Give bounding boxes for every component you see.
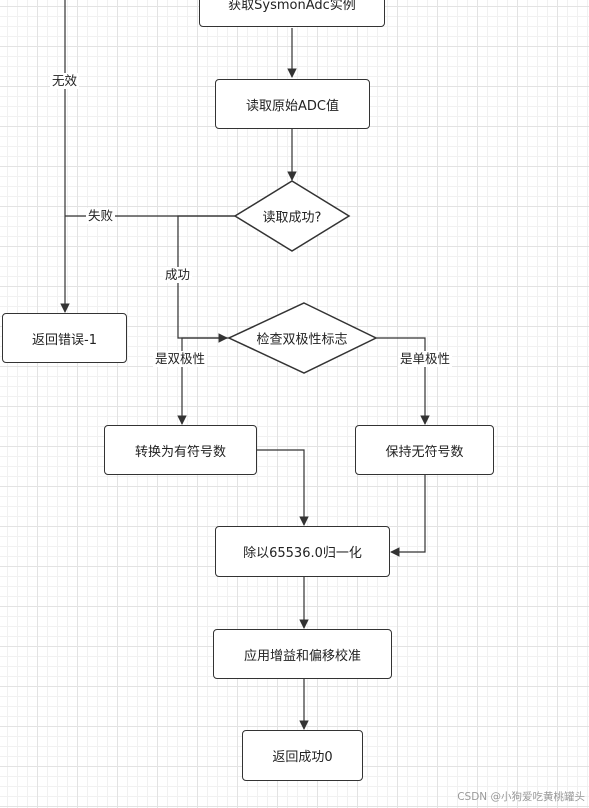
apply-gain-text: 应用增益和偏移校准 (243, 648, 361, 664)
edge-signed-to-normalize (256, 449, 309, 526)
to-signed-text: 转换为有符号数 (134, 444, 226, 460)
get-instance-text: 获取SysmonAdc实例 (228, 0, 356, 13)
normalize-text: 除以65536.0归一化 (243, 546, 362, 561)
return-error-text: 返回错误-1 (32, 332, 97, 348)
read-adc-text: 读取原始ADC值 (246, 98, 339, 114)
keep-unsigned-text: 保持无符号数 (385, 444, 464, 460)
edge-label-invalid: 无效 (50, 73, 80, 89)
read-success-decision (233, 180, 351, 252)
read-success-label: 读取成功? (262, 210, 322, 226)
apply-gain-box: 应用增益和偏移校准 (213, 629, 392, 679)
normalize-box: 除以65536.0归一化 (215, 526, 390, 577)
edge-bipolar (177, 337, 232, 425)
edge-unsigned-to-normalize (390, 475, 426, 557)
edge-label-bipolar: 是双极性 (153, 351, 208, 367)
check-bipolar-decision (227, 302, 378, 374)
to-signed-box: 转换为有符号数 (104, 425, 257, 475)
return-success-text: 返回成功0 (272, 750, 333, 765)
watermark: CSDN @小狗爱吃黄桃罐头 (457, 791, 585, 803)
edge-unipolar (376, 337, 430, 425)
return-error-box: 返回错误-1 (2, 313, 127, 363)
edge-label-fail: 失败 (86, 208, 116, 224)
get-instance-box: 获取SysmonAdc实例 (199, 0, 385, 27)
edge-label-success: 成功 (163, 267, 193, 283)
keep-unsigned-box: 保持无符号数 (355, 425, 494, 475)
check-bipolar-label: 检查双极性标志 (256, 332, 348, 348)
return-success-box: 返回成功0 (242, 730, 363, 781)
read-adc-box: 读取原始ADC值 (215, 79, 370, 129)
edge-label-unipolar: 是单极性 (398, 351, 453, 367)
